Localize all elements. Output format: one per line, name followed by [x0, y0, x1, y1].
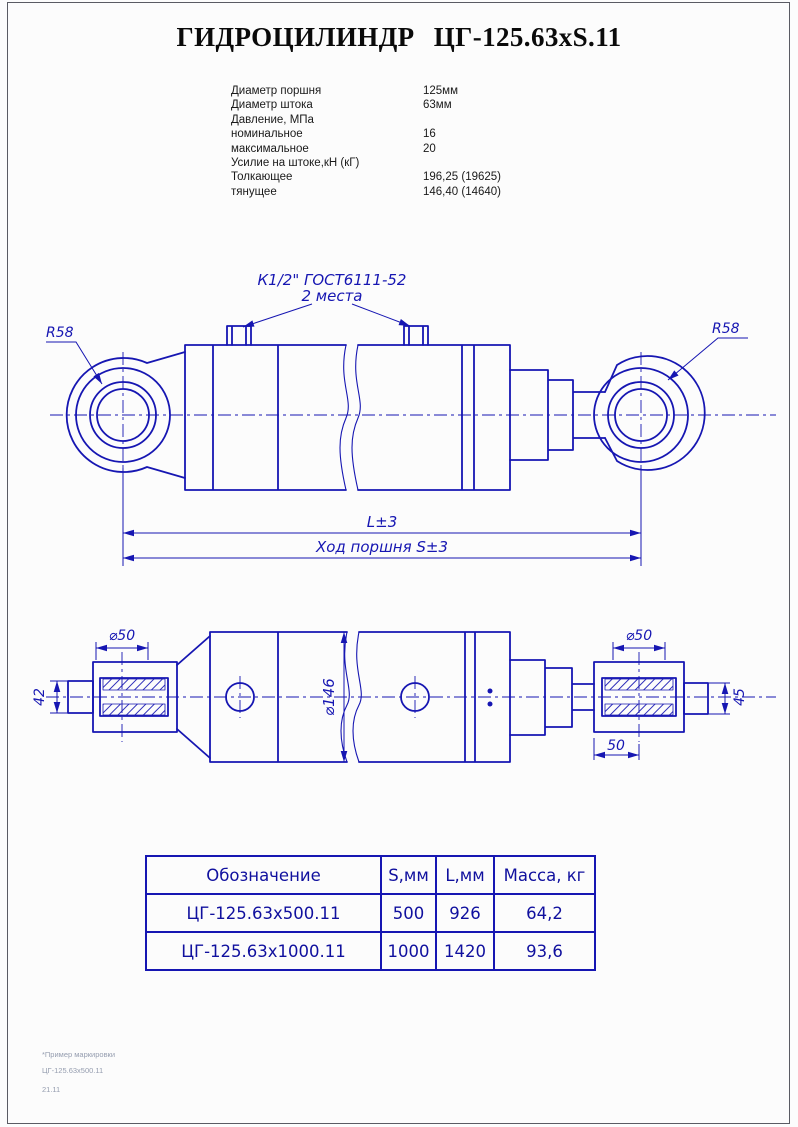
radius-label-right: R58 [712, 321, 740, 337]
dim-offset: 50 [607, 738, 625, 754]
spec-row: максимальное 20 [231, 142, 501, 156]
dim-dia-rod-right: ⌀50 [626, 628, 652, 644]
cell-designation: ЦГ-125.63х500.11 [145, 893, 382, 933]
spec-row: Толкающее 196,25 (19625) [231, 170, 501, 184]
spec-value: 20 [423, 142, 436, 155]
specs-list: Диаметр поршня 125мм Диаметр штока 63мм … [231, 84, 501, 199]
spec-row: Усилие на штоке,кН (кГ) [231, 156, 501, 170]
spec-label: Диаметр поршня [231, 85, 322, 97]
side-view-dimensions [46, 303, 748, 566]
page-title: ГИДРОЦИЛИНДР ЦГ-125.63хS.11 [176, 22, 622, 52]
cell-s: 1000 [380, 931, 437, 971]
spec-row: тянущее 146,40 (14640) [231, 185, 501, 199]
spec-label: максимальное [231, 142, 309, 155]
marking-example-caption: *Пример маркировки [42, 1050, 116, 1059]
spec-row: номинальное 16 [231, 127, 501, 141]
dim-piston-stroke: Ход поршня S±3 [315, 538, 448, 556]
cell-designation: ЦГ-125.63х1000.11 [145, 931, 382, 971]
spec-label: Толкающее [231, 171, 293, 184]
col-header-l: L,мм [435, 855, 495, 895]
dim-dia-rod-left: ⌀50 [109, 628, 135, 644]
col-header-s: S,мм [380, 855, 437, 895]
size-table: Обозначение S,мм L,мм Масса, кг ЦГ-125.6… [145, 855, 596, 971]
spec-row: Давление, МПа [231, 113, 501, 127]
cell-mass: 64,2 [493, 893, 596, 933]
spec-value: 125мм [423, 85, 458, 97]
spec-row: Диаметр штока 63мм [231, 98, 501, 112]
spec-value: 146,40 (14640) [423, 185, 502, 198]
spec-label: номинальное [231, 128, 303, 141]
cell-s: 500 [380, 893, 437, 933]
spec-label: Давление, МПа [231, 113, 314, 126]
marking-example-value: ЦГ-125.63х500.11 [42, 1065, 104, 1075]
cell-mass: 93,6 [493, 931, 596, 971]
cell-l: 926 [435, 893, 495, 933]
side-view: К1/2" ГОСТ6111-52 2 места R58 R58 L±3 Хо… [46, 271, 748, 566]
thread-note-line1: К1/2" ГОСТ6111-52 [258, 271, 407, 289]
dim-height-right: 45 [732, 688, 748, 706]
spec-value: 16 [423, 128, 436, 141]
spec-label: тянущее [231, 185, 277, 198]
spec-value: 63мм [423, 99, 452, 112]
cell-l: 1420 [435, 931, 495, 971]
top-view: ⌀50 ⌀50 42 45 ⌀146 50 [32, 628, 748, 763]
spec-label: Диаметр штока [231, 99, 313, 112]
dim-overall-length: L±3 [367, 513, 397, 531]
spec-label: Усилие на штоке,кН (кГ) [231, 157, 360, 170]
table-row: ЦГ-125.63х500.11 500 926 64,2 [145, 893, 596, 933]
spec-row: Диаметр поршня 125мм [231, 84, 501, 98]
dim-height-left: 42 [32, 688, 48, 706]
radius-label-left: R58 [46, 325, 74, 341]
side-view-outline [65, 325, 706, 491]
marking-example: *Пример маркировки ЦГ-125.63х500.11 21.1… [42, 1051, 115, 1094]
thread-note-line2: 2 места [301, 287, 362, 305]
table-row: ЦГ-125.63х1000.11 1000 1420 93,6 [145, 931, 596, 971]
col-header-mass: Масса, кг [493, 855, 596, 895]
marking-example-note: 21.11 [42, 1085, 61, 1094]
spec-value: 196,25 (19625) [423, 171, 502, 184]
centerlines [46, 352, 776, 742]
col-header-designation: Обозначение [145, 855, 382, 895]
size-table-header-row: Обозначение S,мм L,мм Масса, кг [145, 855, 596, 895]
